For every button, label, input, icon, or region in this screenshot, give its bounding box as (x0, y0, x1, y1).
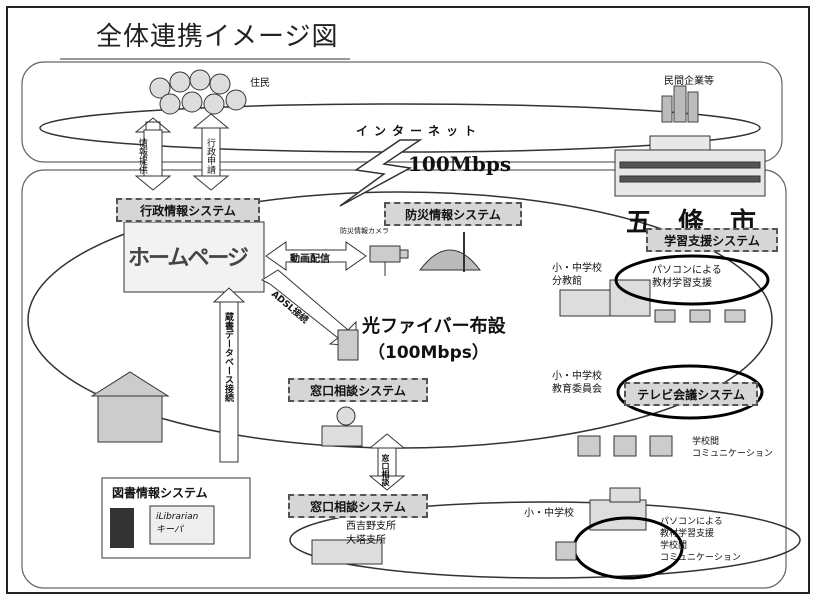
label-info-provide: 情報提供 (137, 138, 147, 174)
camera-icon (369, 245, 409, 276)
page-title: 全体連携イメージ図 (96, 22, 339, 52)
label-camera: 防災情報カメラ (340, 227, 389, 235)
label-window-consult: 窓口相談 (381, 454, 390, 486)
label-school-lower: 小・中学校 (524, 508, 574, 519)
label-pc-support-2: パソコンによる 教材学習支援 学校間 コミュニケーション (660, 517, 741, 563)
arrow-info-provide (134, 117, 172, 191)
system-tv: テレビ会議システム (624, 382, 758, 406)
label-branch-office: 西吉野支所 大塔支所 (346, 521, 396, 546)
system-bosai: 防災情報システム (384, 202, 522, 226)
label-admin-app: 行政申請 (205, 138, 215, 174)
server-icon (337, 329, 359, 361)
label-school-comm: 学校間 コミュニケーション (692, 437, 773, 459)
system-tosho: 図書情報システム (112, 486, 208, 500)
disaster-site-icon (418, 232, 482, 272)
library-screen (149, 505, 215, 545)
label-minkan: 民間企業等 (664, 76, 714, 87)
city-hall-icon (614, 135, 766, 197)
branch-loop (289, 501, 801, 579)
monitor-icons (577, 435, 673, 457)
label-data-link: 蔵書データベース接続 (223, 312, 233, 402)
students-icon (654, 309, 746, 323)
arrow-video (265, 241, 367, 271)
residents-icon (149, 69, 247, 115)
title-underline (60, 58, 350, 60)
homepage-box (123, 221, 265, 293)
house-icon (90, 371, 170, 443)
arrow-data-link (212, 287, 246, 463)
system-madoguchi-1: 窓口相談システム (288, 378, 428, 402)
library-server-icon (110, 508, 134, 548)
lightning-icon (339, 139, 423, 207)
label-school-board: 小・中学校 教育委員会 (552, 371, 602, 395)
tv-ellipse (616, 364, 764, 420)
internet-panel (21, 61, 783, 163)
diagram-frame (6, 6, 810, 594)
system-gyosei: 行政情報システム (116, 198, 260, 222)
label-fiber: 光ファイバー布設 (362, 316, 506, 337)
consult-desk-icon (321, 406, 363, 447)
label-video: 動画配信 (290, 254, 330, 265)
homepage-text: ホームページ (128, 246, 249, 271)
label-school-branch: 小・中学校 分教館 (552, 263, 602, 287)
library-screen-text: iLibrarian キーパ (156, 512, 199, 535)
system-gakushu: 学習支援システム (646, 228, 778, 252)
company-buildings-icon (661, 85, 699, 123)
label-jumin: 住民 (250, 78, 270, 89)
label-speed-top: 100Mbps (408, 152, 512, 176)
label-fiber-speed: （100Mbps） (368, 343, 489, 363)
branch-office-icon (311, 539, 383, 565)
arrow-window-consult (368, 433, 406, 491)
label-internet: インターネット (356, 124, 483, 138)
label-pc-support-1: パソコンによる 教材学習支援 (652, 265, 722, 289)
arrow-admin-app (192, 113, 230, 191)
lower-school-icon (589, 487, 647, 531)
system-madoguchi-2: 窓口相談システム (288, 494, 428, 518)
pc-support-ellipse-1 (614, 254, 770, 306)
lower-monitor-icon (555, 541, 577, 561)
